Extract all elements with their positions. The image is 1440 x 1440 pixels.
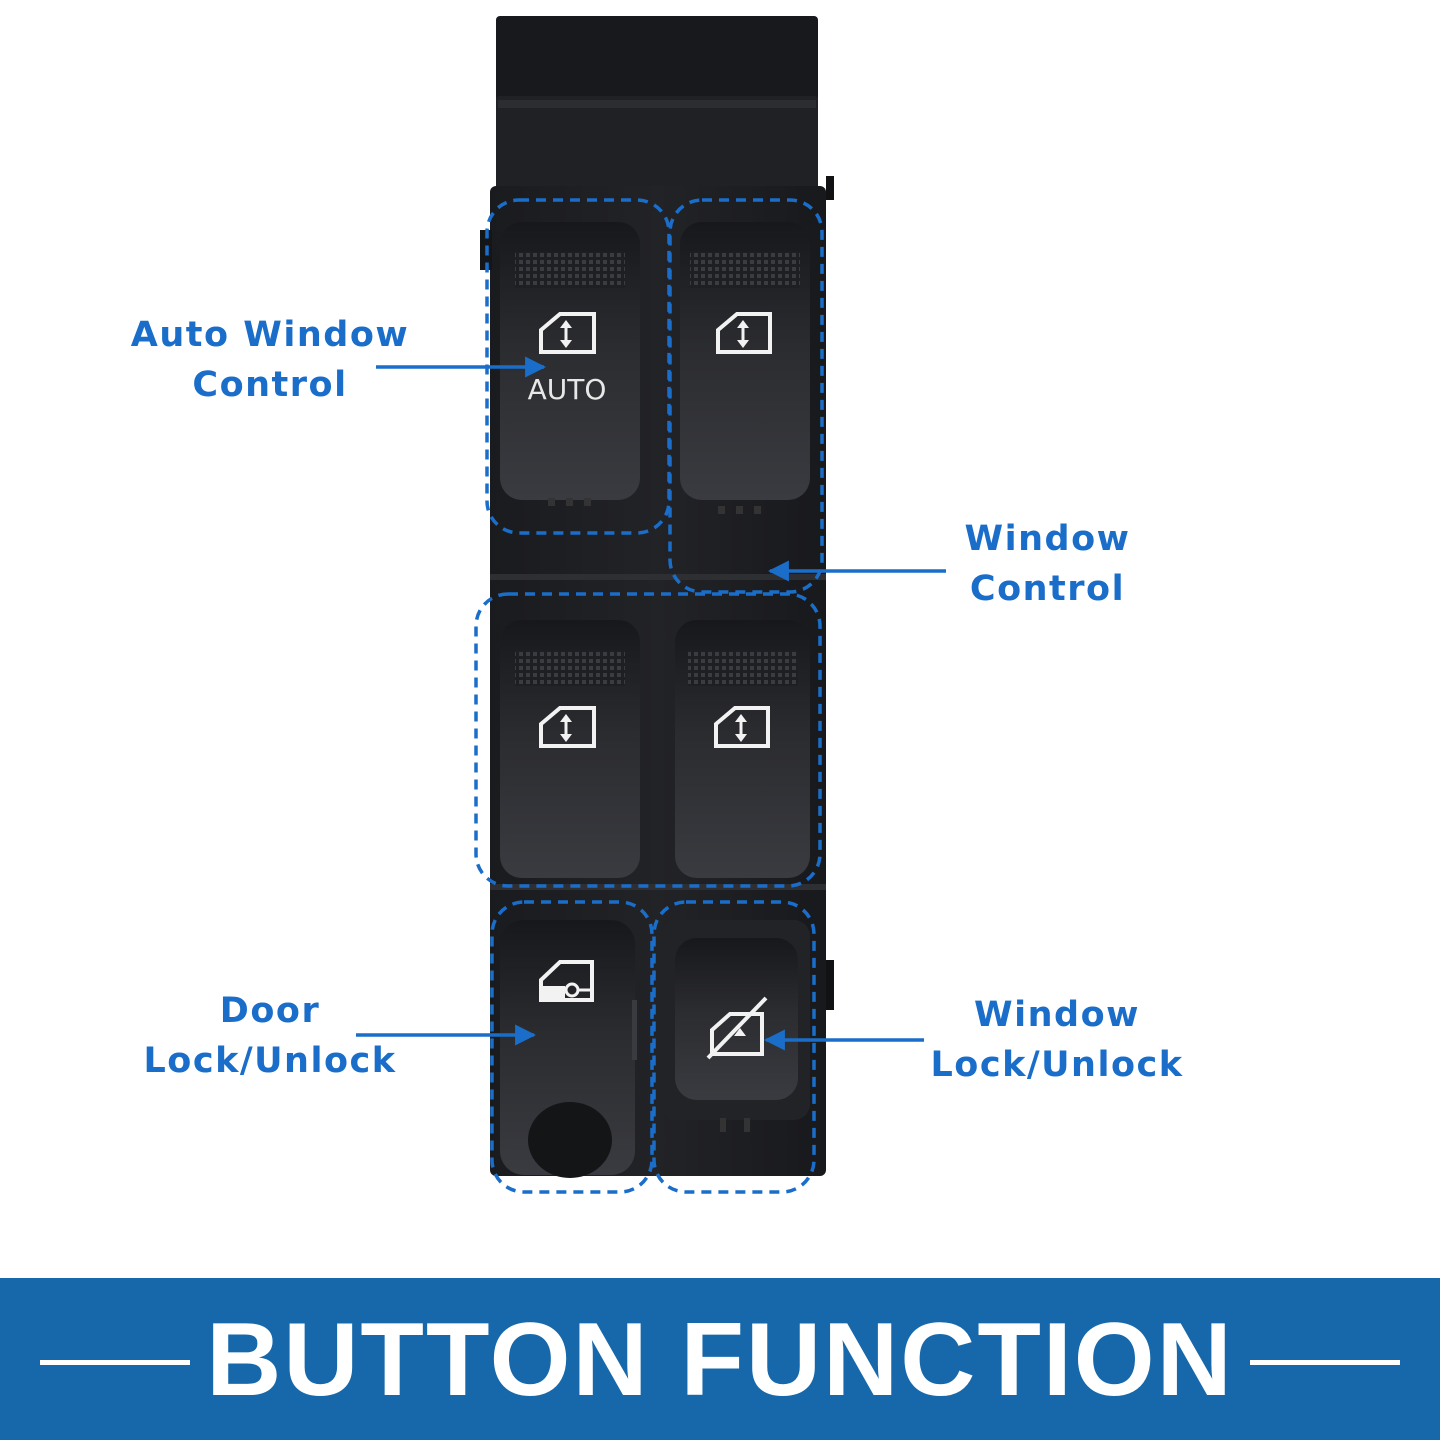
banner-title: BUTTON FUNCTION (206, 1302, 1234, 1418)
rear-right-window-button[interactable] (675, 620, 810, 878)
window-lock-icon (706, 996, 768, 1060)
window-up-down-icon (539, 706, 596, 748)
rear-windows-highlight (474, 592, 822, 888)
auto-label: AUTO (527, 373, 607, 406)
banner-left-rule (40, 1360, 190, 1365)
door-key-icon (539, 960, 594, 1002)
bottom-banner (0, 1278, 1440, 1440)
window-up-down-icon (716, 312, 772, 354)
rear-left-window-button[interactable] (500, 620, 640, 878)
callout-window-control: Window Control (925, 514, 1170, 614)
window-lock-button[interactable] (662, 920, 810, 1132)
callout-window-lock: Window Lock/Unlock (912, 990, 1202, 1090)
callout-arrows (356, 356, 946, 1051)
door-lock-button[interactable] (500, 920, 637, 1178)
callout-auto-window-line2: Control (192, 365, 348, 405)
banner-right-rule (1250, 1360, 1400, 1365)
callout-window-control-line1: Window (964, 519, 1131, 559)
door-lock-highlight (490, 900, 654, 1194)
window-up-down-icon (714, 706, 770, 748)
callout-auto-window-line1: Auto Window (130, 315, 410, 355)
callout-auto-window: Auto Window Control (110, 310, 430, 410)
auto-window-button[interactable] (500, 222, 640, 506)
callout-window-control-line2: Control (969, 569, 1126, 609)
callout-door-lock: Door Lock/Unlock (125, 986, 415, 1086)
callout-window-lock-line2: Lock/Unlock (930, 1045, 1184, 1085)
callout-door-lock-line1: Door (219, 991, 321, 1031)
callout-highlights (474, 198, 824, 1194)
callout-door-lock-line2: Lock/Unlock (143, 1041, 397, 1081)
window-control-highlight (668, 198, 824, 594)
window-lock-highlight (652, 900, 816, 1194)
callout-window-lock-line1: Window (974, 995, 1140, 1035)
window-up-down-icon (539, 312, 596, 354)
window-control-button[interactable] (680, 222, 810, 514)
